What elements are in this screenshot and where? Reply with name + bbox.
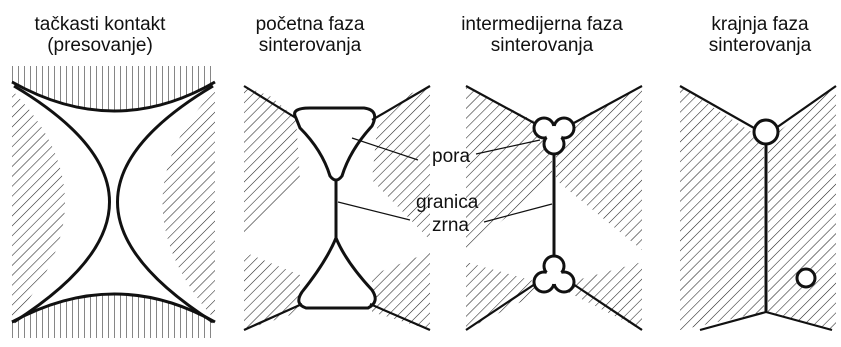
panel-intermedijerna-drawing [466, 86, 642, 330]
panel-title-line2: sinterovanja [240, 35, 380, 56]
pore-upper [295, 108, 375, 180]
callout-pora: pora [432, 146, 470, 167]
grain-top-right [768, 86, 836, 330]
pore-lower [299, 238, 375, 308]
callout-zrna: zrna [432, 215, 469, 236]
panel-title-line2: sinterovanja [452, 35, 632, 56]
grain-top-left [466, 86, 552, 250]
panel-title-line1: krajnja faza [690, 14, 830, 35]
panel-title-pocetna: početna faza sinterovanja [240, 14, 380, 56]
pore-isolated [797, 269, 815, 287]
grain-right [163, 90, 216, 320]
grain-top-left [680, 86, 764, 330]
callout-granica: granica [416, 192, 478, 213]
pore-lower [534, 256, 574, 292]
panel-title-tackasti: tačkasti kontakt (presovanje) [20, 14, 180, 56]
panel-title-line2: (presovanje) [20, 35, 180, 56]
panel-title-line1: intermedijerna faza [452, 14, 632, 35]
grain-top-right [556, 86, 642, 250]
panel-pocetna-drawing [244, 86, 430, 330]
grain-top-right [372, 86, 430, 240]
panel-title-intermedijerna: intermedijerna faza sinterovanja [452, 14, 632, 56]
grain-top-left [244, 86, 300, 240]
panel-title-krajnja: krajnja faza sinterovanja [690, 14, 830, 56]
panel-tackasti-drawing [12, 66, 215, 338]
panel-krajnja-drawing [680, 86, 836, 330]
panel-title-line1: tačkasti kontakt [20, 14, 180, 35]
pore-boundary [754, 120, 778, 144]
panel-title-line2: sinterovanja [690, 35, 830, 56]
panel-title-line1: početna faza [240, 14, 380, 35]
grain-left [12, 90, 65, 320]
